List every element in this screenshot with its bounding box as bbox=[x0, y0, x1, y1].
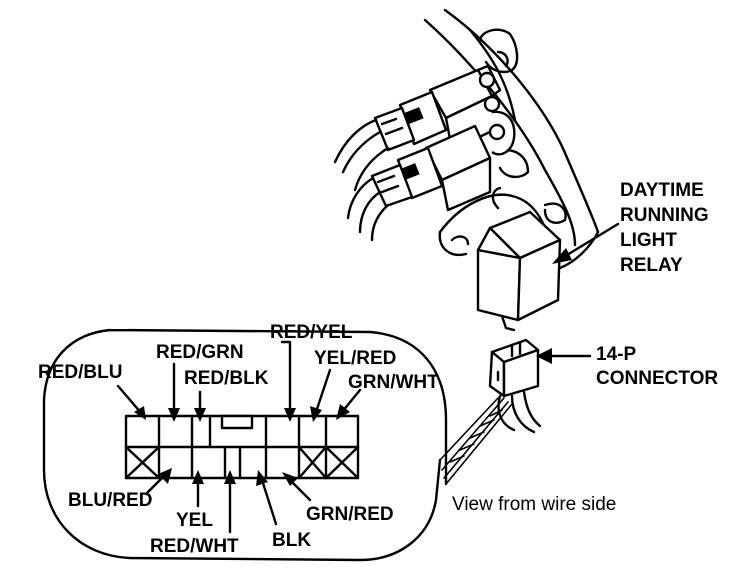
relay-label-line-2: RUNNING bbox=[620, 205, 709, 226]
view-caption: View from wire side bbox=[452, 494, 616, 515]
relay-assembly-illustration bbox=[333, 8, 600, 485]
relay-label-line-4: RELAY bbox=[620, 255, 683, 276]
relay-harness-wires bbox=[333, 118, 390, 242]
wire-label-red-wht: RED/WHT bbox=[150, 536, 239, 557]
wire-label-grn-wht: GRN/WHT bbox=[348, 372, 439, 393]
wire-label-red-blk: RED/BLK bbox=[184, 368, 269, 389]
wire-label-yel: YEL bbox=[176, 510, 213, 531]
connector-face bbox=[124, 414, 360, 480]
relay-label-line-1: DAYTIME bbox=[620, 180, 704, 201]
wire-label-blk: BLK bbox=[272, 530, 311, 551]
relay-label-line-3: LIGHT bbox=[620, 230, 677, 251]
daytime-running-light-relay bbox=[476, 186, 562, 332]
empty-cavity-marks bbox=[124, 445, 360, 480]
top-leader-arrows bbox=[116, 340, 362, 422]
pinout-callout: RED/BLU RED/GRN RED/BLK RED/YEL YEL/RED … bbox=[38, 322, 448, 562]
wire-label-red-yel: RED/YEL bbox=[270, 322, 353, 343]
wire-label-yel-red: YEL/RED bbox=[314, 348, 396, 369]
connector-wire-bundle bbox=[439, 397, 513, 485]
relay-callout-arrow bbox=[552, 222, 620, 264]
wire-label-red-grn: RED/GRN bbox=[156, 342, 244, 363]
connector-label-line-2: CONNECTOR bbox=[596, 368, 718, 389]
wire-label-grn-red: GRN/RED bbox=[306, 504, 394, 525]
mounting-bracket bbox=[423, 8, 600, 270]
wire-label-blu-red: BLU/RED bbox=[68, 490, 152, 511]
lower-relay-plug bbox=[370, 110, 516, 212]
fourteen-pin-connector-illustration bbox=[488, 338, 542, 434]
bottom-leader-arrows bbox=[144, 468, 312, 534]
connector-label-line-1: 14-P bbox=[596, 344, 636, 365]
connector-callout-arrow bbox=[536, 348, 592, 364]
wire-label-red-blu: RED/BLU bbox=[38, 362, 122, 383]
